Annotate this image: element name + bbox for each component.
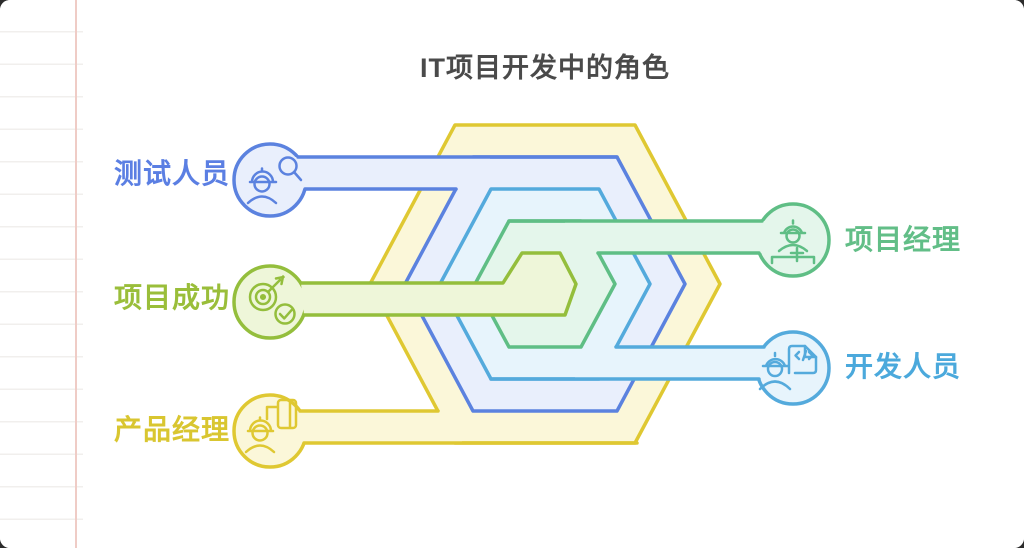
notebook-margin-line xyxy=(75,0,77,548)
target-check-icon xyxy=(248,275,296,325)
label-tester: 测试人员 xyxy=(113,158,230,189)
engineer-icon xyxy=(770,219,816,265)
blueprint-engineer-icon xyxy=(244,398,298,454)
band-edges-blue xyxy=(296,155,619,191)
ruled-paper-strip xyxy=(0,0,83,548)
label-developer: 开发人员 xyxy=(845,351,962,382)
band-edges-green xyxy=(507,219,764,255)
code-document-icon xyxy=(758,344,818,391)
band-tester xyxy=(270,157,490,189)
label-success: 项目成功 xyxy=(113,282,230,313)
band-success-outline xyxy=(299,251,578,317)
band-edges-yellow xyxy=(298,409,639,445)
band-developer xyxy=(575,347,793,379)
node-circle-success xyxy=(232,264,308,340)
band-product-manager xyxy=(270,411,462,443)
label-product-manager: 产品经理 xyxy=(113,414,230,445)
page-title: IT项目开发中的角色 xyxy=(420,53,670,83)
band-edges-skyblue xyxy=(489,345,766,381)
band-project-manager xyxy=(565,221,793,253)
label-project-manager: 项目经理 xyxy=(845,224,962,255)
tester-magnifier-icon xyxy=(246,156,303,205)
